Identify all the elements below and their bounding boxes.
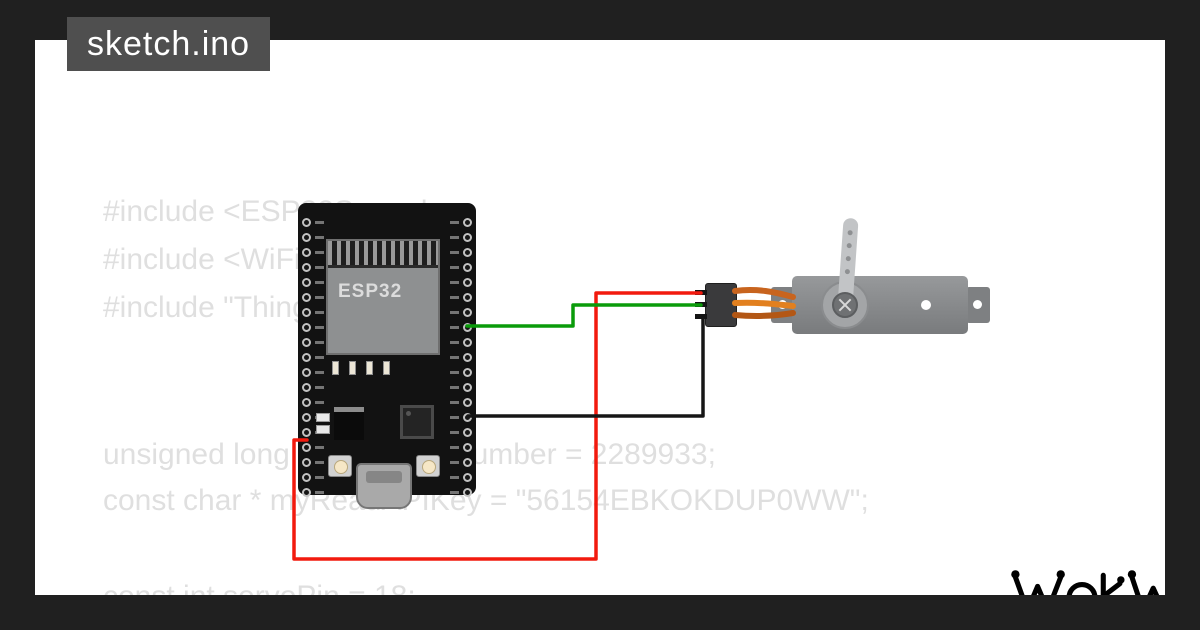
- sketch-file-tab[interactable]: sketch.ino: [67, 17, 271, 71]
- board-pin[interactable]: [450, 218, 472, 227]
- mount-hole: [921, 300, 931, 310]
- board-pin[interactable]: [302, 473, 324, 482]
- boot-button[interactable]: [416, 455, 440, 477]
- wire-black-ground[interactable]: [466, 317, 705, 418]
- pin-header-left: [302, 215, 324, 500]
- board-pin[interactable]: [450, 458, 472, 467]
- servo-horn-screw: [832, 292, 858, 318]
- frame-border-right: [1165, 0, 1200, 630]
- capacitor: [332, 361, 339, 375]
- board-pin[interactable]: [302, 368, 324, 377]
- pin-header-right: [450, 215, 472, 500]
- wifi-antenna-pattern: [328, 241, 438, 268]
- board-pin[interactable]: [302, 263, 324, 272]
- board-pin[interactable]: [302, 293, 324, 302]
- board-pin[interactable]: [302, 383, 324, 392]
- board-pin[interactable]: [450, 248, 472, 257]
- board-pin[interactable]: [302, 218, 324, 227]
- frame-border-left: [0, 0, 35, 630]
- board-pin[interactable]: [302, 488, 324, 497]
- board-pin[interactable]: [302, 323, 324, 332]
- en-button[interactable]: [328, 455, 352, 477]
- capacitor-row: [332, 361, 390, 375]
- board-pin[interactable]: [450, 278, 472, 287]
- board-pin[interactable]: [450, 338, 472, 347]
- board-pin[interactable]: [302, 233, 324, 242]
- board-pin[interactable]: [302, 428, 324, 437]
- wiring-layer: [292, 286, 796, 561]
- capacitor: [349, 361, 356, 375]
- editor-canvas: #include <ESP32Servo.h> #include <WiFi.h…: [35, 40, 1192, 630]
- board-pin[interactable]: [450, 383, 472, 392]
- board-pin[interactable]: [302, 398, 324, 407]
- esp32-module: ESP32: [326, 239, 440, 355]
- horn-hole: [845, 255, 851, 262]
- servo-body: [792, 276, 968, 334]
- esp32-devkit-board[interactable]: ESP32: [298, 203, 476, 509]
- micro-usb-port: [356, 463, 412, 509]
- board-pin[interactable]: [302, 353, 324, 362]
- board-pin[interactable]: [450, 398, 472, 407]
- board-pin[interactable]: [450, 428, 472, 437]
- voltage-regulator: [334, 407, 364, 440]
- board-pin[interactable]: [302, 338, 324, 347]
- board-pin[interactable]: [450, 473, 472, 482]
- connector-pin: [695, 314, 707, 319]
- board-pin[interactable]: [450, 263, 472, 272]
- board-pin[interactable]: [450, 413, 472, 422]
- board-pin[interactable]: [450, 443, 472, 452]
- board-pin[interactable]: [302, 308, 324, 317]
- board-pin[interactable]: [450, 308, 472, 317]
- board-pin[interactable]: [450, 323, 472, 332]
- board-pin[interactable]: [302, 248, 324, 257]
- horn-hole: [846, 242, 852, 249]
- board-pin[interactable]: [450, 233, 472, 242]
- capacitor: [366, 361, 373, 375]
- board-pin[interactable]: [302, 443, 324, 452]
- board-pin[interactable]: [450, 293, 472, 302]
- connector-pin: [695, 302, 707, 307]
- board-pin[interactable]: [302, 458, 324, 467]
- board-pin[interactable]: [450, 353, 472, 362]
- servo-motor[interactable]: [770, 215, 990, 340]
- horn-hole: [844, 268, 851, 275]
- wire-green-signal[interactable]: [465, 303, 703, 328]
- board-pin[interactable]: [450, 488, 472, 497]
- servo-connector-plug[interactable]: [695, 283, 737, 327]
- frame-border-bottom: [0, 595, 1200, 630]
- servo-mount-tab-right: [966, 287, 990, 323]
- usb-uart-chip: [400, 405, 434, 439]
- board-pin[interactable]: [450, 368, 472, 377]
- mount-hole: [973, 300, 982, 309]
- chip-label: ESP32: [338, 281, 403, 302]
- connector-pin: [695, 290, 707, 295]
- capacitor: [316, 413, 330, 422]
- horn-hole: [847, 230, 853, 236]
- mount-hole: [778, 300, 787, 309]
- board-pin[interactable]: [302, 278, 324, 287]
- board-pin[interactable]: [302, 413, 324, 422]
- capacitor: [316, 425, 330, 434]
- capacitor: [383, 361, 390, 375]
- code-line: const char * myReadAPIKey = "56154EBKOKD…: [103, 484, 869, 517]
